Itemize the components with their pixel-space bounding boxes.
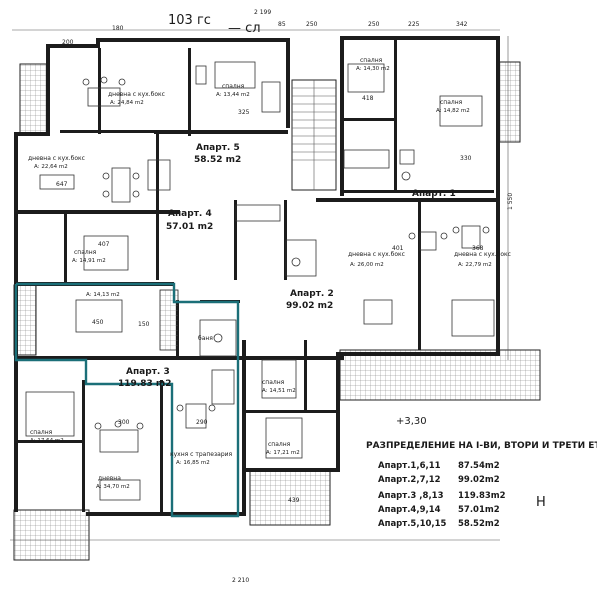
svg-text:2 199: 2 199 (254, 9, 271, 16)
handwritten-note-2: — сл (228, 21, 261, 36)
svg-text:А: 22,79 m2: А: 22,79 m2 (458, 262, 492, 268)
svg-text:300: 300 (118, 419, 130, 426)
legend-row-2-label: Апарт.2,7,12 (378, 475, 441, 485)
balcony-top-right (497, 61, 521, 143)
svg-text:А: 14,91 m2: А: 14,91 m2 (72, 258, 106, 264)
svg-text:А: 26,00 m2: А: 26,00 m2 (350, 262, 384, 268)
apartment-label-1: Апарт. 1 (412, 189, 456, 199)
apartment-area-4: 57.01 m2 (166, 222, 213, 232)
legend-row-3-value: 119.83m2 (458, 491, 506, 501)
svg-text:спалня: спалня (262, 379, 285, 386)
legend-row-4-value: 57.01m2 (458, 505, 500, 515)
svg-text:спалня: спалня (30, 429, 53, 436)
svg-text:647: 647 (56, 181, 68, 188)
room-labels: дневна с кух.бокс А: 24,84 m2 спалня А: … (28, 57, 511, 490)
svg-text:439: 439 (288, 497, 300, 504)
svg-text:325: 325 (238, 109, 250, 116)
legend-row-4-label: Апарт.4,9,14 (378, 505, 441, 515)
legend-row-1-value: 87.54m2 (458, 461, 500, 471)
terrace-right (339, 349, 541, 401)
dimension-labels: 2 199 250 225 342 200 180 85 250 2 210 1… (56, 9, 514, 584)
svg-text:А: 17,64 m2: А: 17,64 m2 (30, 438, 64, 444)
svg-text:А: 24,84 m2: А: 24,84 m2 (110, 100, 144, 106)
svg-text:спалня: спалня (360, 57, 383, 64)
svg-text:418: 418 (362, 95, 374, 102)
svg-text:А: 13,44 m2: А: 13,44 m2 (216, 92, 250, 98)
svg-text:А: 17,21 m2: А: 17,21 m2 (266, 450, 300, 456)
handwritten-note: 103 гс (168, 13, 211, 28)
svg-text:330: 330 (460, 155, 472, 162)
svg-text:150: 150 (138, 321, 150, 328)
terrace-bottom (249, 469, 331, 526)
legend-title: РАЗПРЕДЕЛЕНИЕ НА I-ВИ, ВТОРИ И ТРЕТИ ЕТА… (366, 441, 597, 451)
apartment-area-3: 119.83 m2 (118, 379, 172, 389)
stair-core (159, 79, 337, 351)
svg-text:А: 14,13 m2: А: 14,13 m2 (86, 292, 120, 298)
svg-text:спалня: спалня (74, 249, 97, 256)
svg-text:дневна с кух.бокс: дневна с кух.бокс (454, 251, 511, 258)
apartment-label-3: Апарт. 3 (126, 367, 170, 377)
svg-text:250: 250 (368, 21, 380, 28)
svg-text:2 210: 2 210 (232, 577, 249, 584)
svg-text:спалня: спалня (268, 441, 291, 448)
svg-text:450: 450 (92, 319, 104, 326)
svg-text:А: 16,85 m2: А: 16,85 m2 (176, 460, 210, 466)
legend-row-5-value: 58.52m2 (458, 519, 500, 529)
svg-text:дневна с кух.бокс: дневна с кух.бокс (108, 91, 165, 98)
apartment-area-5: 58.52 m2 (194, 155, 241, 165)
svg-text:баня: баня (198, 335, 213, 342)
svg-text:дневна с кух.бокс: дневна с кух.бокс (348, 251, 405, 258)
level-mark: +3,30 (396, 416, 427, 427)
svg-text:250: 250 (306, 21, 318, 28)
apartment-label-4: Апарт. 4 (168, 209, 212, 219)
svg-text:спалня: спалня (222, 83, 245, 90)
svg-text:368: 368 (472, 245, 484, 252)
svg-text:85: 85 (278, 21, 286, 28)
apartment-area-2: 99.02 m2 (286, 301, 333, 311)
svg-text:А: 34,70 m2: А: 34,70 m2 (96, 484, 130, 490)
legend-row-2-value: 99.02m2 (458, 475, 500, 485)
svg-text:А: 22,64 m2: А: 22,64 m2 (34, 164, 68, 170)
area-legend: РАЗПРЕДЕЛЕНИЕ НА I-ВИ, ВТОРИ И ТРЕТИ ЕТА… (366, 441, 597, 529)
svg-text:дневна с кух.бокс: дневна с кух.бокс (28, 155, 85, 162)
svg-text:А: 14,82 m2: А: 14,82 m2 (436, 108, 470, 114)
svg-text:225: 225 (408, 21, 420, 28)
svg-text:401: 401 (392, 245, 404, 252)
svg-text:спалня: спалня (440, 99, 463, 106)
balcony-bottom-left (13, 509, 90, 561)
bathroom-fixtures (147, 65, 415, 405)
apartment-label-5: Апарт. 5 (196, 143, 240, 153)
svg-text:А: 14,30 m2: А: 14,30 m2 (356, 66, 390, 72)
svg-text:1 550: 1 550 (507, 193, 514, 210)
svg-text:342: 342 (456, 21, 468, 28)
svg-text:407: 407 (98, 241, 110, 248)
svg-text:290: 290 (196, 419, 208, 426)
svg-text:А: 14,51 m2: А: 14,51 m2 (262, 388, 296, 394)
signature-mark: H (536, 495, 546, 510)
svg-text:200: 200 (62, 39, 74, 46)
svg-text:дневна: дневна (98, 475, 121, 482)
svg-text:кухня с трапезария: кухня с трапезария (170, 451, 233, 458)
interior-walls (14, 40, 494, 512)
balcony-top-left (19, 63, 49, 135)
apartment-3-outline (14, 282, 240, 518)
furniture (25, 61, 495, 501)
legend-row-3-label: Апарт.3 ,8,13 (378, 491, 444, 501)
legend-row-5-label: Апарт.5,10,15 (378, 519, 447, 529)
apartment-label-2: Апарт. 2 (290, 289, 334, 299)
dimension-lines (10, 29, 509, 541)
svg-text:180: 180 (112, 25, 124, 32)
legend-row-1-label: Апарт.1,6,11 (378, 461, 441, 471)
